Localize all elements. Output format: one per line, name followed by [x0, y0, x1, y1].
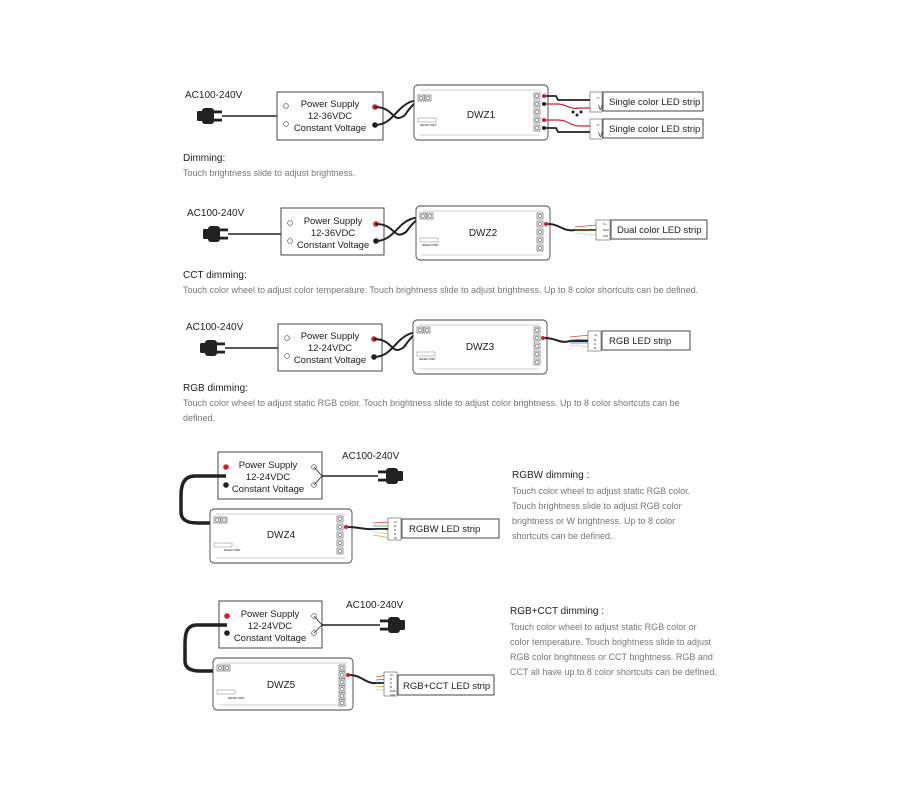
controller-dwz2: RESET/SET DWZ2 [415, 205, 551, 261]
plug-icon [380, 617, 405, 633]
controller-dwz5: RESET/SET DWZ5 [212, 657, 354, 711]
psu-line-3: Constant Voltage [234, 633, 306, 644]
power-supply-box: Power Supply 12-24VDC Constant Voltage [218, 600, 323, 649]
diagram-4: Power Supply 12-24VDC Constant Voltage A… [179, 451, 500, 564]
terminal-label: WW [603, 228, 609, 232]
mode-title-rgbw: RGBW dimming : [512, 470, 590, 481]
plug-icon [197, 108, 222, 124]
v-plus-label: V+ [598, 132, 607, 139]
mode-title-cct: CCT dimming: [183, 270, 247, 281]
diagram-1: AC100-240V Power Supply 12-36VDC Constan… [185, 84, 704, 141]
psu-line-2: 12-24VDC [308, 343, 352, 354]
terminal-label: R [390, 677, 393, 681]
mode-description-dimming: Touch brightness slide to adjust brightn… [183, 168, 356, 178]
reset-label: RESET/SET [228, 696, 245, 700]
terminal-label: B [394, 532, 396, 536]
mode-title-rgbcct: RGB+CCT dimming : [510, 606, 605, 617]
led-strip: V+ R G B RGB LED strip [587, 330, 691, 352]
ac-input-label: AC100-240V [346, 600, 404, 611]
plug-icon [378, 468, 403, 484]
terminal-label: R [394, 524, 397, 528]
power-supply-box: Power Supply 12-24VDC Constant Voltage [277, 323, 383, 372]
ac-input-label: AC100-240V [185, 90, 243, 101]
terminal-label: G [394, 528, 397, 532]
terminal-label: CW [390, 693, 395, 697]
psu-line-1: Power Supply [301, 99, 360, 110]
v-minus-label: V- [597, 123, 600, 127]
led-strip-2: V- V+ Single color LED strip [589, 118, 704, 140]
terminal-label: G [390, 681, 393, 685]
strip-label: Single color LED strip [609, 124, 700, 135]
ac-input-label: AC100-240V [187, 208, 245, 219]
ac-input-label: AC100-240V [186, 322, 244, 333]
reset-label: RESET/SET [420, 123, 437, 127]
psu-line-1: Power Supply [239, 460, 298, 471]
psu-line-1: Power Supply [241, 609, 300, 620]
v-plus-label: V+ [598, 105, 607, 112]
strip-label: RGB+CCT LED strip [403, 681, 490, 692]
terminal-label: WW [390, 689, 396, 693]
led-strip: V+ R G B WW CW RGB+CCT LED strip [383, 671, 495, 697]
controller-label: DWZ5 [267, 680, 296, 691]
led-strip-1: V- V+ Single color LED strip [589, 91, 704, 113]
mode-description-rgbw: Touch color wheel to adjust static RGB c… [512, 486, 691, 541]
controller-dwz1: RESET/SET DWZ1 [413, 84, 549, 141]
psu-line-2: 12-24VDC [248, 621, 292, 632]
controller-label: DWZ3 [466, 342, 495, 353]
terminal-label: B [594, 346, 596, 350]
terminal-label: R [594, 338, 597, 342]
power-supply-box: Power Supply 12-36VDC Constant Voltage [280, 207, 385, 256]
diagram-2: AC100-240V Power Supply 12-36VDC Constan… [187, 205, 708, 261]
strip-label: RGB LED strip [609, 336, 671, 347]
diagram-3: AC100-240V Power Supply 12-24VDC Constan… [186, 319, 691, 375]
terminal-label: CW [603, 234, 608, 238]
power-supply-box: Power Supply 12-24VDC Constant Voltage [217, 451, 323, 500]
plug-icon [200, 340, 225, 356]
reset-label: RESET/SET [422, 243, 439, 247]
terminal-label: V+ [390, 673, 394, 677]
psu-line-3: Constant Voltage [232, 484, 304, 495]
controller-dwz3: RESET/SET DWZ3 [412, 319, 548, 375]
psu-line-3: Constant Voltage [294, 123, 366, 134]
controller-dwz4: RESET/SET DWZ4 [209, 508, 353, 564]
mode-description-rgbcct: Touch color wheel to adjust static RGB c… [510, 622, 717, 677]
psu-line-1: Power Supply [301, 331, 360, 342]
psu-line-2: 12-36VDC [308, 111, 352, 122]
controller-label: DWZ2 [469, 228, 498, 239]
diagram-5: Power Supply 12-24VDC Constant Voltage A… [183, 600, 495, 711]
psu-line-3: Constant Voltage [294, 355, 366, 366]
strip-label: Single color LED strip [609, 97, 700, 108]
psu-line-2: 12-24VDC [246, 472, 290, 483]
psu-line-2: 12-36VDC [311, 228, 355, 239]
power-supply-box: Power Supply 12-36VDC Constant Voltage [276, 91, 384, 141]
led-strip: V+ R G B W RGBW LED strip [387, 517, 500, 541]
mode-description-rgb: Touch color wheel to adjust static RGB c… [183, 398, 680, 423]
v-minus-label: V- [597, 96, 600, 100]
plug-icon [203, 226, 228, 242]
terminal-label: G [594, 342, 597, 346]
psu-line-1: Power Supply [304, 216, 363, 227]
terminal-label: W [394, 536, 397, 540]
mode-title-rgb: RGB dimming: [183, 383, 249, 394]
strip-label: Dual color LED strip [617, 225, 701, 236]
controller-label: DWZ1 [467, 110, 496, 121]
psu-line-3: Constant Voltage [297, 240, 369, 251]
terminal-label: V+ [394, 520, 398, 524]
mode-title-dimming: Dimming: [183, 153, 226, 164]
reset-label: RESET/SET [419, 357, 436, 361]
terminal-label: V+ [594, 333, 598, 337]
reset-label: RESET/SET [224, 548, 241, 552]
strip-label: RGBW LED strip [409, 524, 480, 535]
led-strip: V+ WW CW Dual color LED strip [595, 219, 708, 241]
mode-description-cct: Touch color wheel to adjust color temper… [183, 285, 699, 295]
terminal-label: B [390, 685, 392, 689]
terminal-label: V+ [603, 222, 607, 226]
ac-input-label: AC100-240V [342, 451, 400, 462]
controller-label: DWZ4 [267, 530, 296, 541]
